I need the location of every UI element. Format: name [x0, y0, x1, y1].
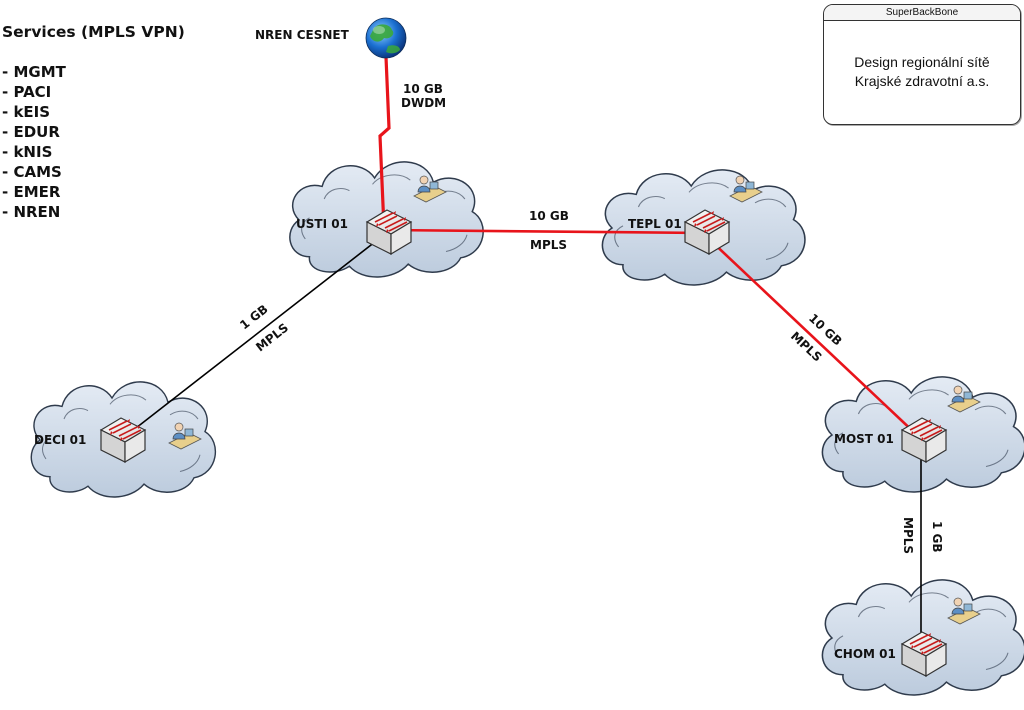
- node-label-tepl: TEPL 01: [628, 217, 682, 231]
- node-label-deci: DECI 01: [34, 433, 86, 447]
- link-tepl-most: [707, 237, 919, 437]
- service-item: kNIS: [2, 142, 185, 162]
- node-label-most: MOST 01: [834, 432, 894, 446]
- link-usti-deci: [117, 237, 381, 443]
- service-item: PACI: [2, 82, 185, 102]
- services-list: MGMT PACI kEIS EDUR kNIS CAMS EMER NREN: [2, 62, 185, 222]
- title-box: SuperBackBone Design regionální sítě Kra…: [823, 4, 1021, 125]
- services-title: Services (MPLS VPN): [2, 23, 185, 41]
- service-item: NREN: [2, 202, 185, 222]
- link-usti-tepl: [385, 228, 706, 235]
- title-box-line-2: Krajské zdravotní a.s.: [854, 73, 990, 89]
- link-label-usti-tepl-speed: 10 GB: [529, 209, 569, 223]
- link-label-nren-usti-speed: 10 GB: [403, 82, 443, 96]
- title-box-body: Design regionální sítě Krajské zdravotní…: [824, 53, 1020, 91]
- link-nren-usti: [378, 56, 391, 229]
- link-label-nren-usti-tech: DWDM: [401, 96, 446, 110]
- service-item: EMER: [2, 182, 185, 202]
- service-item: CAMS: [2, 162, 185, 182]
- service-item: MGMT: [2, 62, 185, 82]
- node-label-chom: CHOM 01: [834, 647, 896, 661]
- link-label-most-chom-speed: 1 GB: [930, 521, 944, 553]
- link-label-usti-tepl-tech: MPLS: [530, 238, 567, 252]
- title-box-header: SuperBackBone: [824, 5, 1020, 21]
- link-label-most-chom-tech: MPLS: [901, 517, 915, 554]
- node-label-usti: USTI 01: [296, 217, 348, 231]
- title-box-line-1: Design regionální sítě: [854, 54, 990, 70]
- services-legend: Services (MPLS VPN) MGMT PACI kEIS EDUR …: [2, 22, 185, 222]
- service-item: kEIS: [2, 102, 185, 122]
- globe-icon: [365, 17, 407, 59]
- node-label-nren: NREN CESNET: [255, 28, 350, 42]
- service-item: EDUR: [2, 122, 185, 142]
- link-label-usti-deci-tech: MPLS: [253, 321, 291, 355]
- link-label-tepl-most-tech: MPLS: [788, 329, 825, 364]
